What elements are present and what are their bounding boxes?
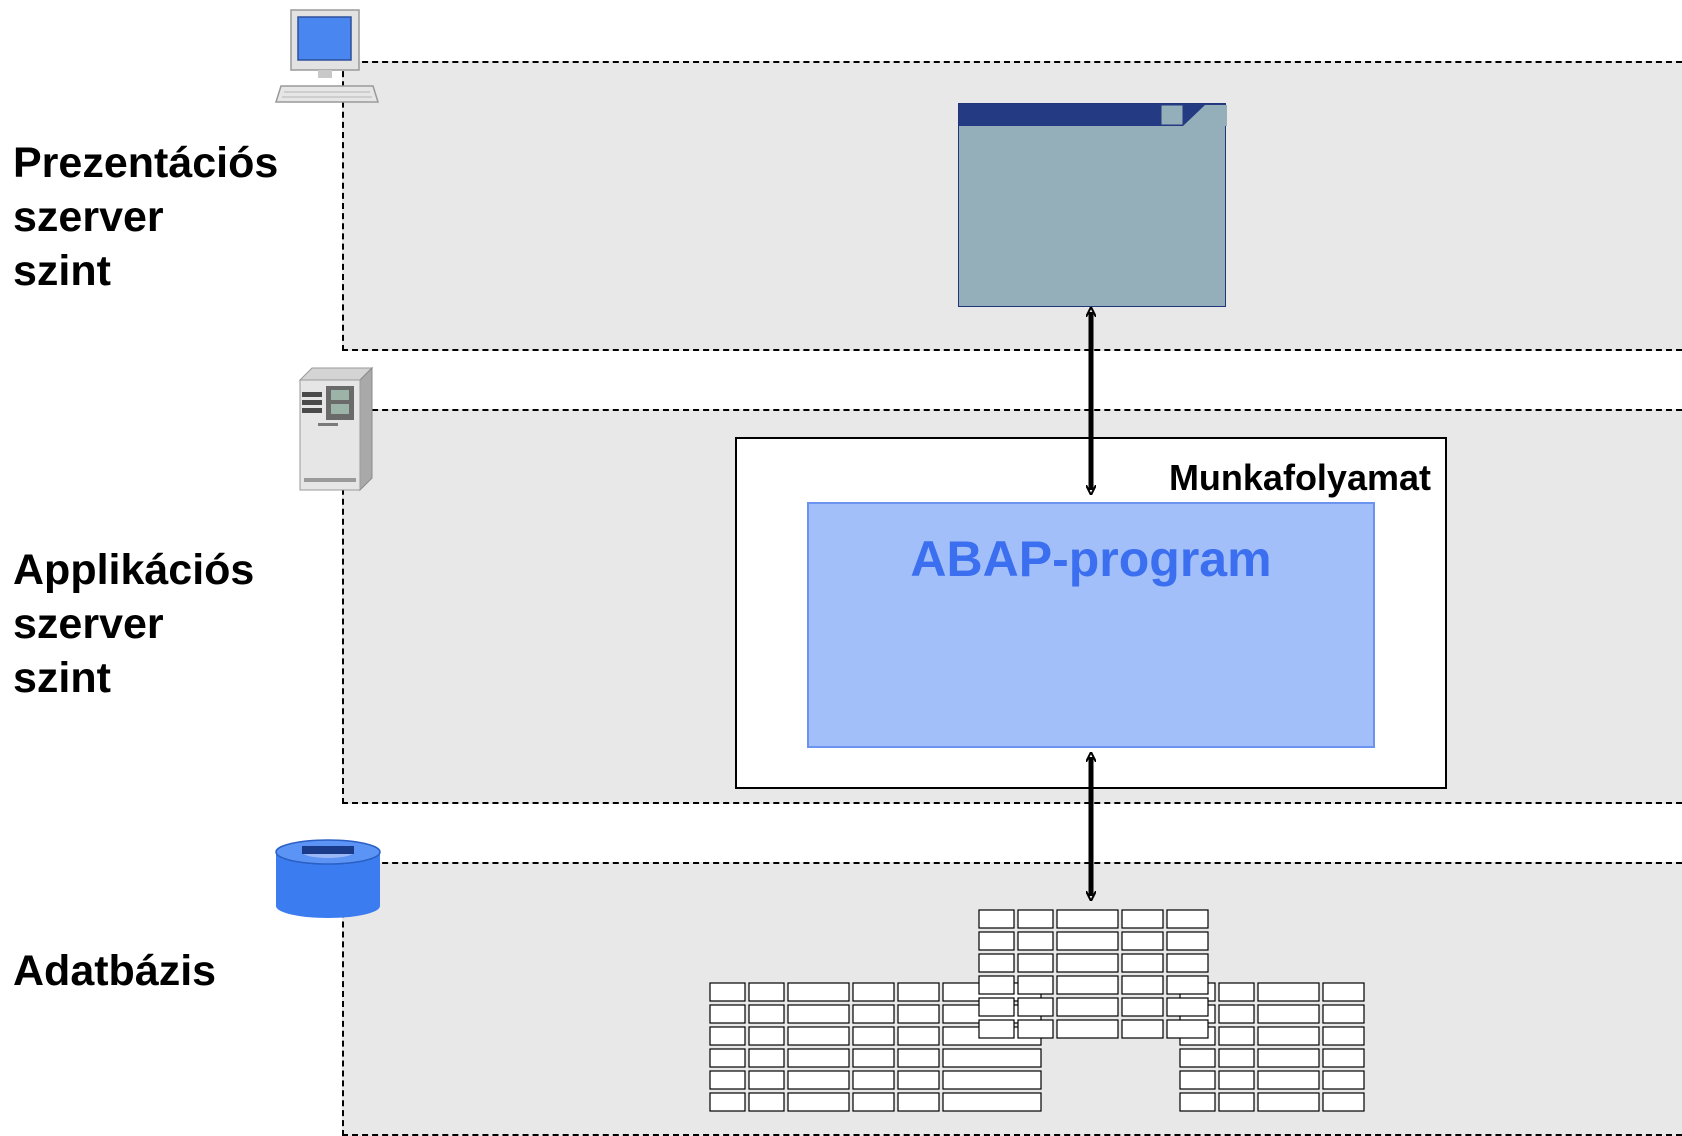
abap-program-box: ABAP-program: [807, 502, 1375, 748]
db-table-center: [978, 909, 1209, 1039]
computer-icon: [274, 9, 380, 103]
abap-program-label: ABAP-program: [910, 531, 1272, 587]
table-grid-icon: [709, 909, 1365, 1112]
window-controls-icon: [1160, 104, 1227, 126]
application-tier-label: Applikációs szerver szint: [13, 546, 255, 702]
database-icon: [275, 839, 381, 918]
screen-window-icon: [958, 103, 1227, 307]
database-tier-label: Adatbázis: [13, 947, 217, 995]
server-icon: [298, 366, 374, 492]
screen-titlebar: [959, 104, 1225, 126]
work-process-label: Munkafolyamat: [1168, 457, 1431, 498]
db-table-left: [709, 982, 1042, 1112]
work-process-box: Munkafolyamat ABAP-program: [735, 437, 1447, 789]
presentation-tier-label: Prezentációs szerver szint: [13, 139, 279, 295]
